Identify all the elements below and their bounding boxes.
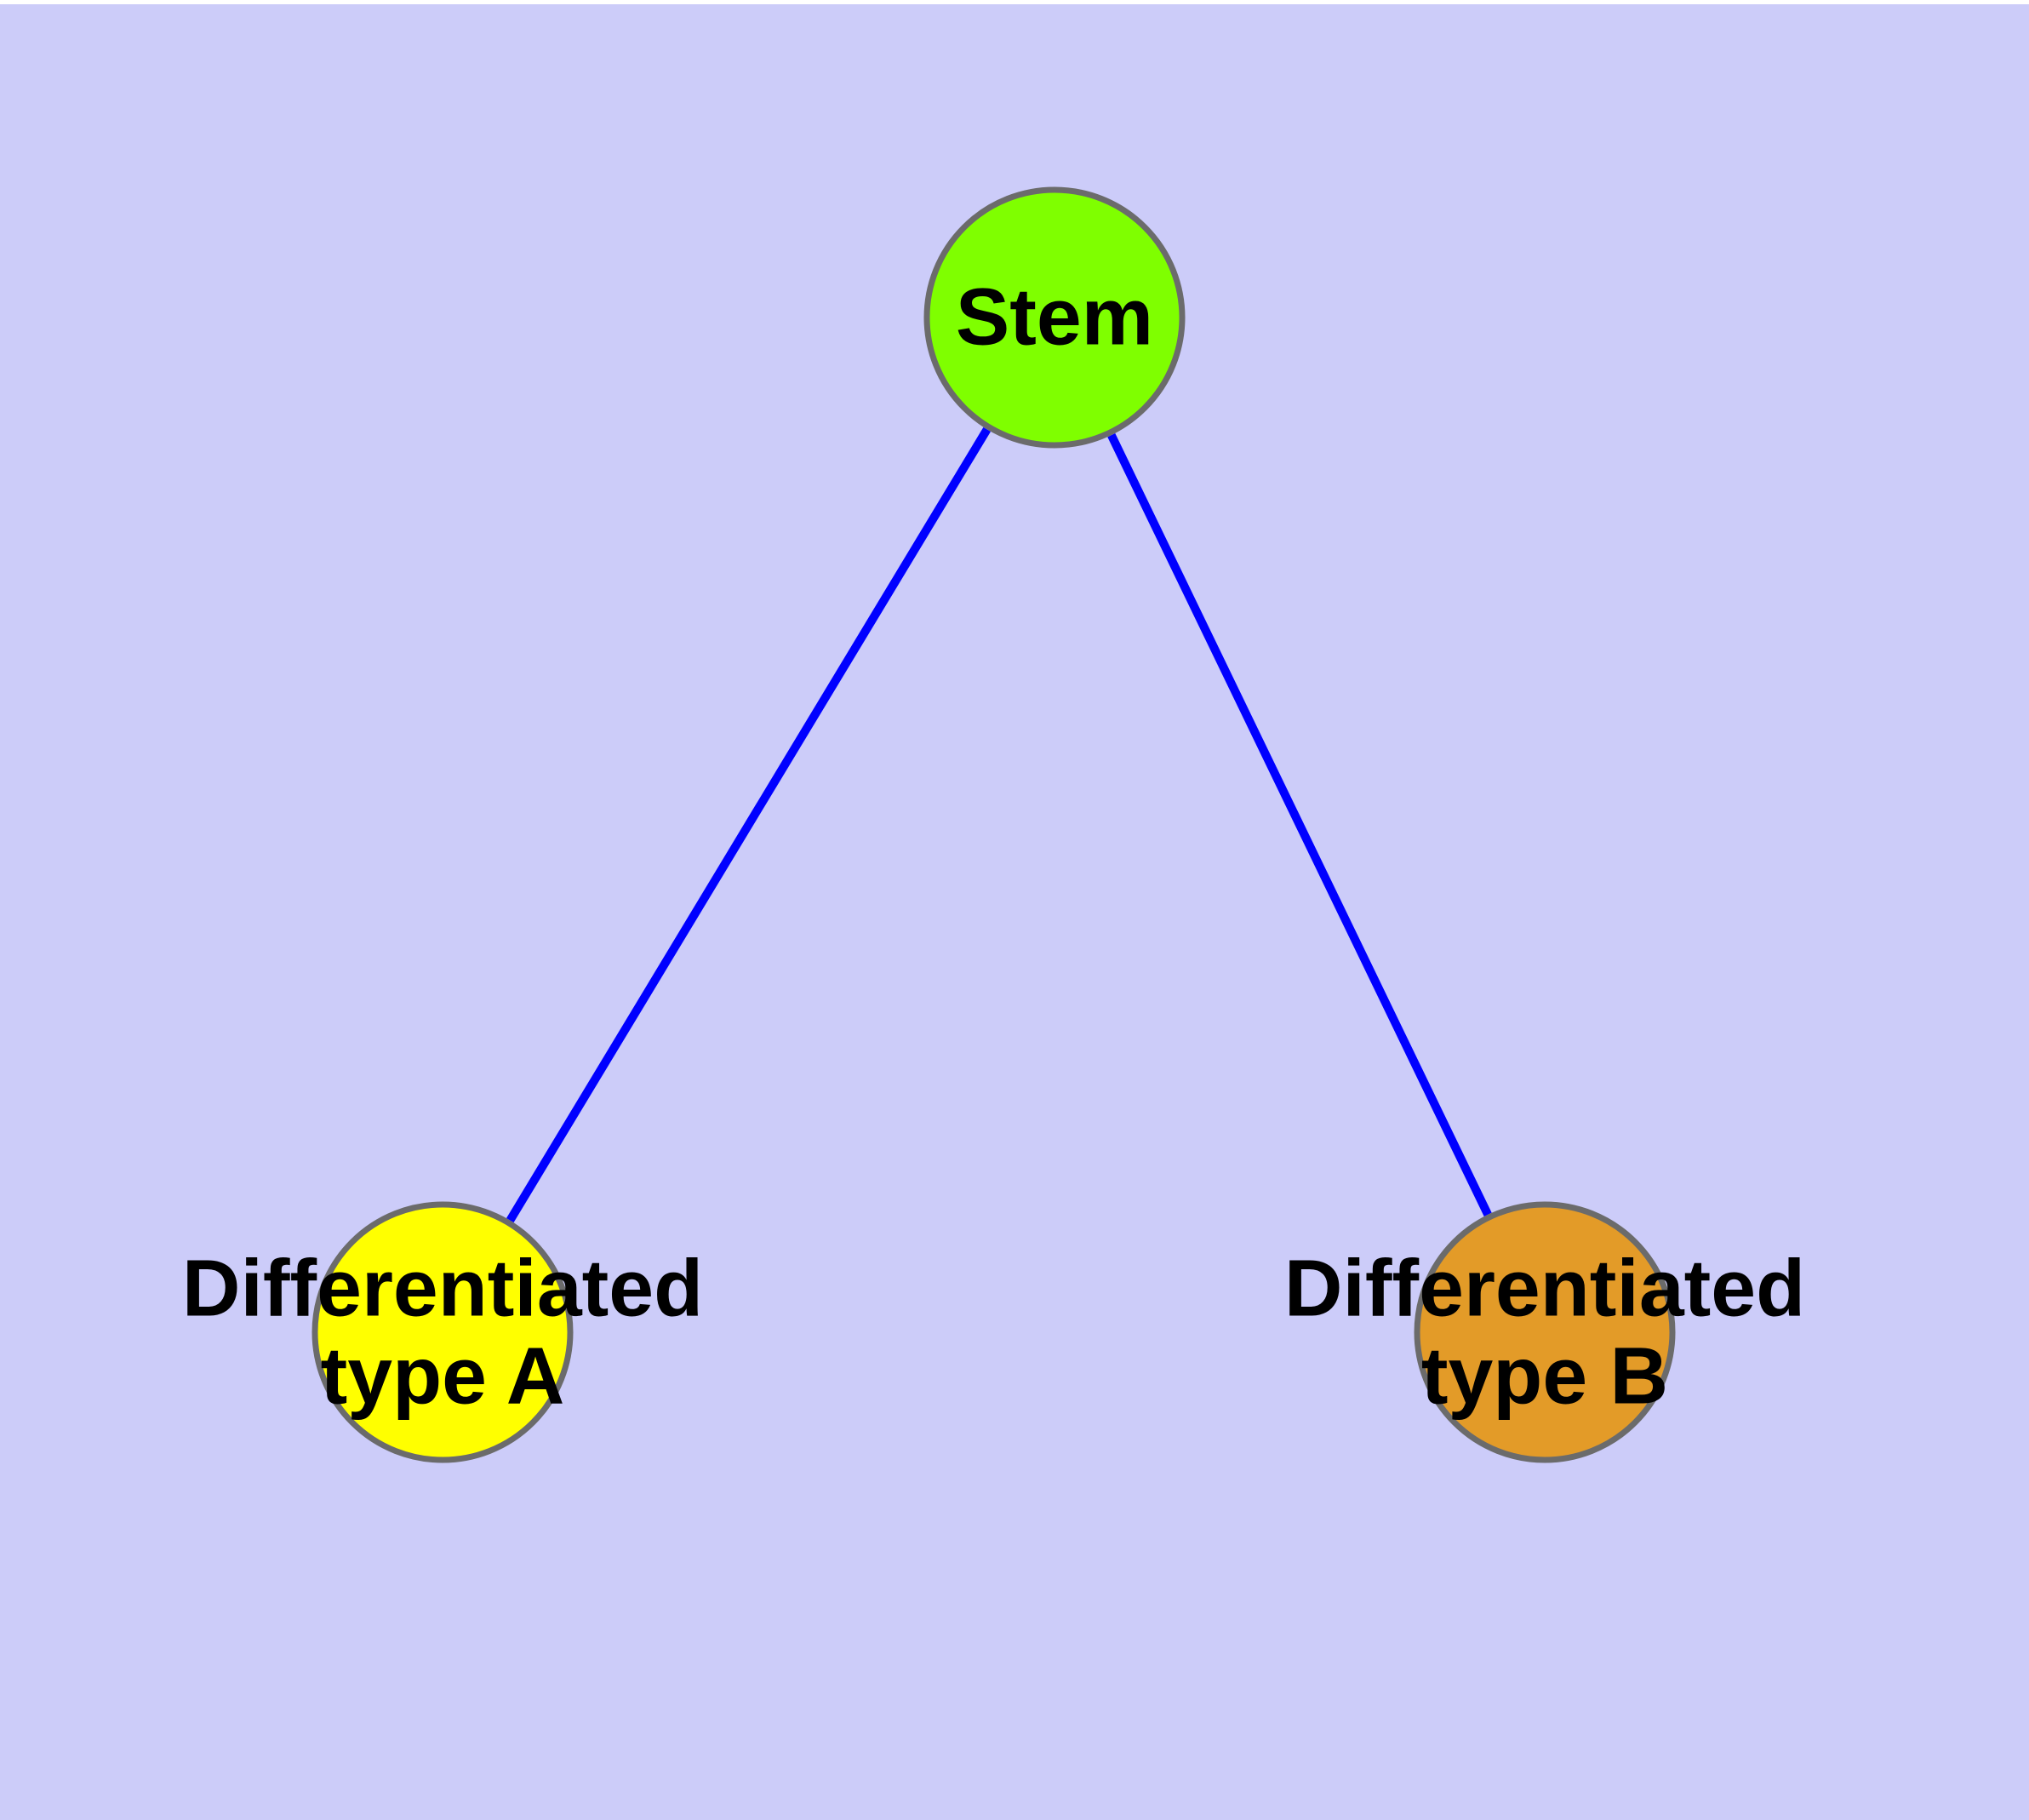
differentiated-type-b-node[interactable] [1414, 1201, 1676, 1463]
node-layer [311, 186, 1676, 1463]
differentiated-type-a-node[interactable] [311, 1201, 574, 1463]
stem-node[interactable] [923, 186, 1186, 449]
edge-layer [506, 426, 1492, 1223]
edge-stem-to-type-a[interactable] [506, 426, 991, 1223]
edge-stem-to-type-b[interactable] [1107, 433, 1492, 1216]
